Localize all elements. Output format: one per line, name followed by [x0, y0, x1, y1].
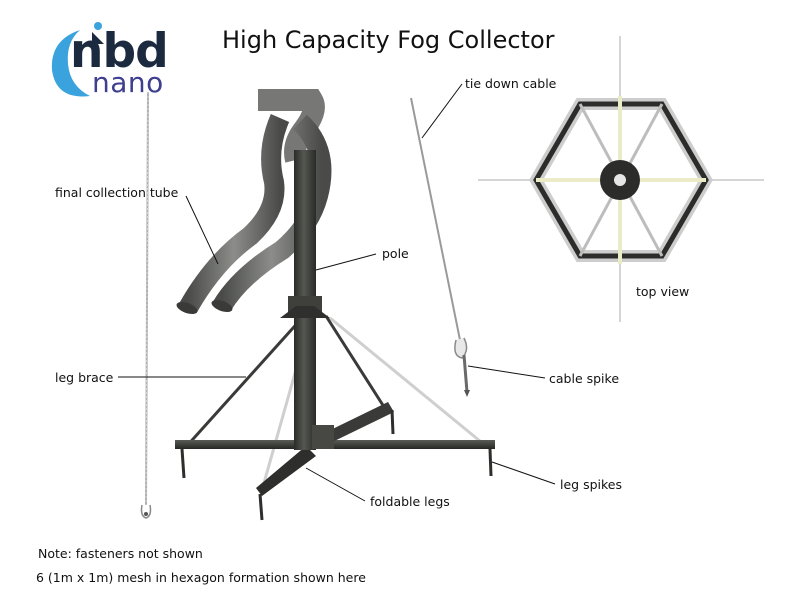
- label-pole: pole: [382, 246, 409, 261]
- note-mesh: 6 (1m x 1m) mesh in hexagon formation sh…: [36, 570, 366, 585]
- label-final-collection-tube: final collection tube: [55, 185, 179, 200]
- note-fasteners: Note: fasteners not shown: [38, 546, 203, 561]
- label-top-view: top view: [636, 284, 690, 299]
- logo-brand-text: nbd: [70, 24, 169, 79]
- nbd-nano-logo: [51, 22, 104, 97]
- pole-graphic: [280, 150, 334, 450]
- left-tie-cable: [140, 91, 152, 519]
- label-tie-down-cable: tie down cable: [465, 76, 557, 91]
- leader-lines: [118, 83, 556, 502]
- label-foldable-legs: foldable legs: [370, 494, 450, 509]
- label-cable-spike: cable spike: [549, 371, 620, 386]
- top-view-graphic: [478, 36, 764, 322]
- logo-sub-text: nano: [92, 66, 164, 99]
- leg-brace-graphic: [183, 315, 487, 491]
- diagram-title: High Capacity Fog Collector: [222, 26, 555, 54]
- label-leg-brace: leg brace: [55, 370, 114, 385]
- right-tie-cable: [410, 97, 470, 397]
- label-leg-spikes: leg spikes: [560, 477, 622, 492]
